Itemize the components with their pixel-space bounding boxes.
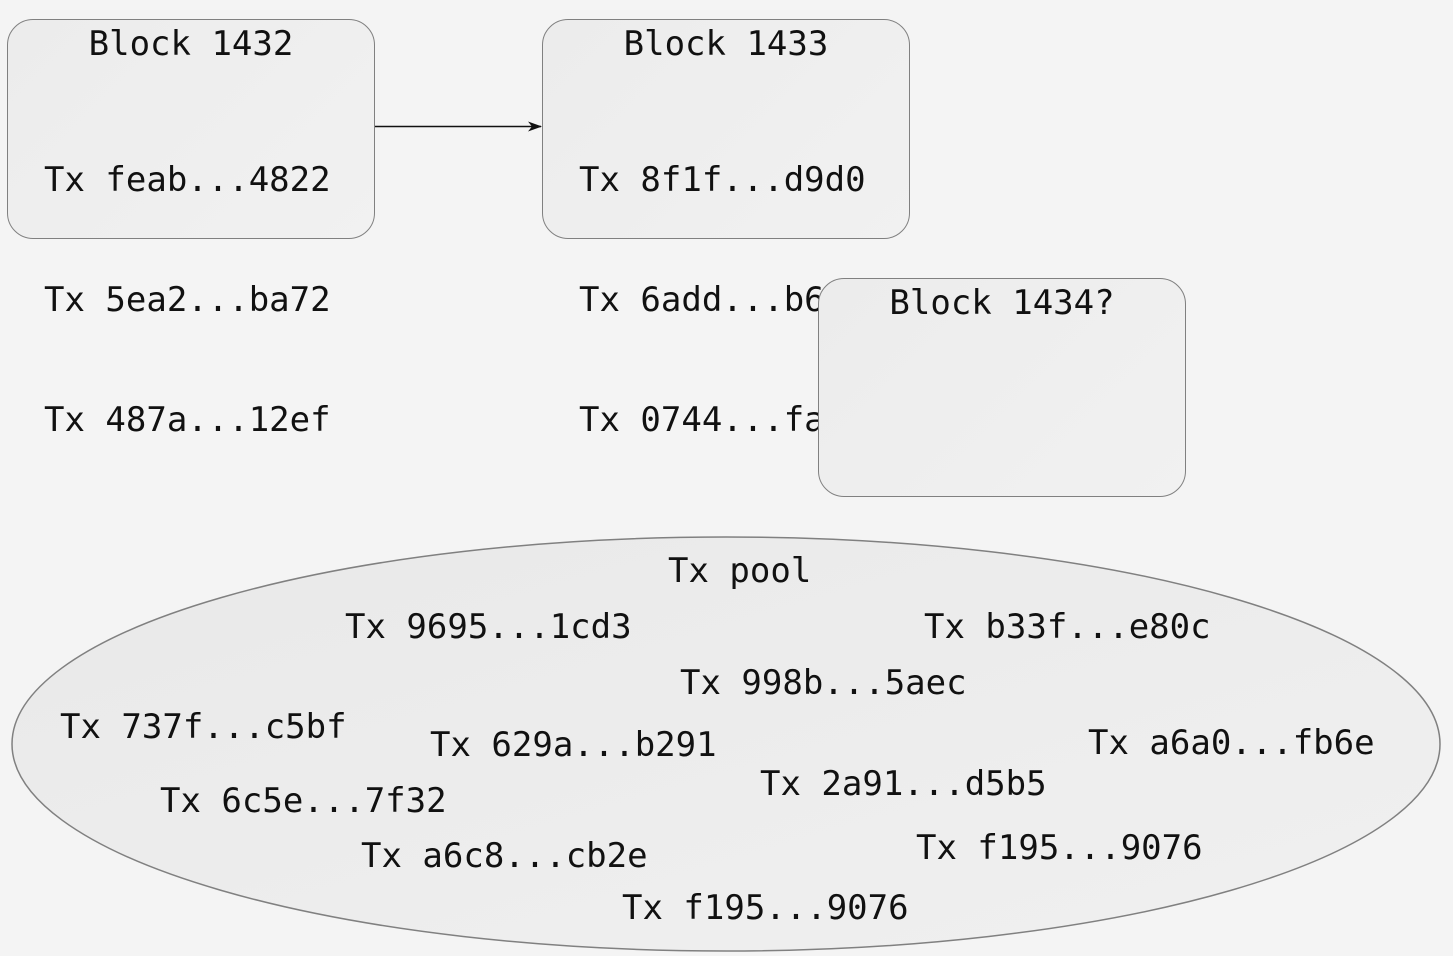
pool-tx: Tx 629a...b291 bbox=[430, 725, 717, 765]
block-tx: Tx 487a...12ef bbox=[44, 400, 331, 440]
pool-tx: Tx 737f...c5bf bbox=[60, 707, 347, 747]
block-tx: Tx feab...4822 bbox=[44, 160, 331, 200]
pool-tx: Tx a6a0...fb6e bbox=[1088, 723, 1375, 763]
block-node-1434-candidate: Block 1434? bbox=[818, 278, 1186, 497]
block-tx-list: Tx feab...4822 Tx 5ea2...ba72 Tx 487a...… bbox=[44, 80, 331, 520]
block-tx: Tx 5ea2...ba72 bbox=[44, 280, 331, 320]
block-node-1432: Block 1432 Tx feab...4822 Tx 5ea2...ba72… bbox=[7, 19, 375, 440]
pool-tx: Tx b33f...e80c bbox=[924, 607, 1211, 647]
pool-tx: Tx a6c8...cb2e bbox=[361, 836, 648, 876]
pool-tx: Tx 9695...1cd3 bbox=[345, 607, 632, 647]
pool-tx: Tx f195...9076 bbox=[622, 888, 909, 928]
pool-tx: Tx 998b...5aec bbox=[680, 663, 967, 703]
pool-tx: Tx 6c5e...7f32 bbox=[160, 781, 447, 821]
block-title: Block 1434? bbox=[889, 283, 1115, 323]
block-node-1433: Block 1433 Tx 8f1f...d9d0 Tx 6add...b657… bbox=[542, 19, 910, 440]
tx-pool-label: Tx pool bbox=[668, 551, 812, 591]
block-tx: Tx 8f1f...d9d0 bbox=[579, 160, 866, 200]
block-title: Block 1433 bbox=[623, 24, 829, 64]
tx-pool-ellipse bbox=[11, 536, 1441, 952]
block-title: Block 1432 bbox=[88, 24, 294, 64]
pool-tx: Tx 2a91...d5b5 bbox=[760, 764, 1047, 804]
pool-tx: Tx f195...9076 bbox=[916, 828, 1203, 868]
